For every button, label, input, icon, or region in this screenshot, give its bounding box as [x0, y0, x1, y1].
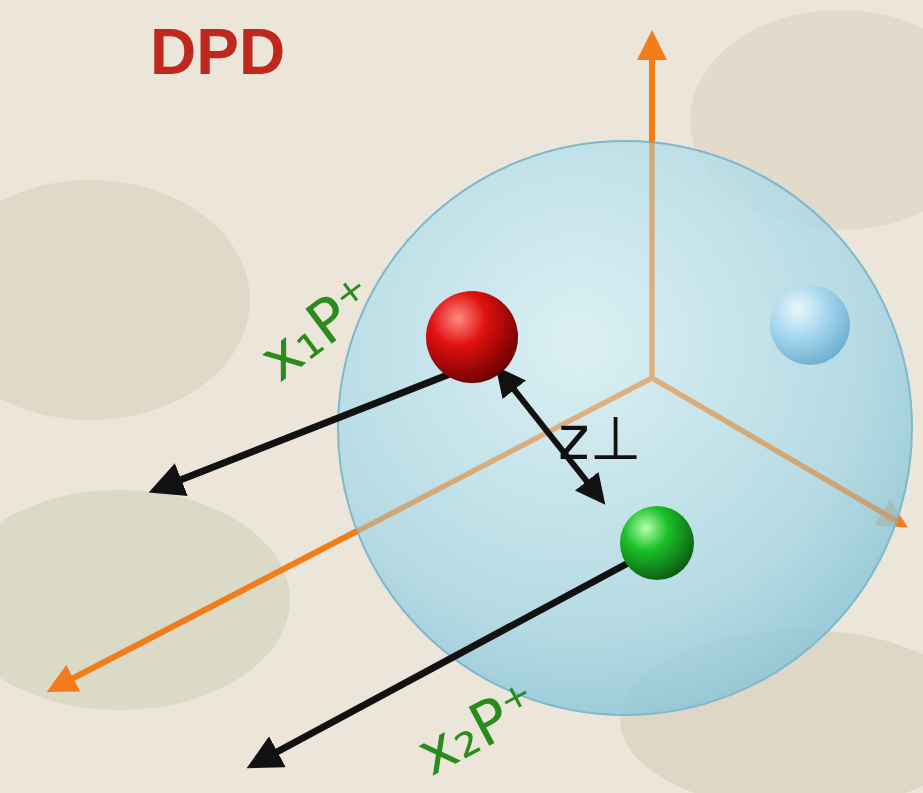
spectator-parton — [770, 285, 850, 365]
momentum-label: x₂P⁺ — [408, 672, 549, 785]
diagram-title: DPD — [150, 20, 285, 84]
parton-green — [620, 506, 694, 580]
faded-background — [0, 10, 923, 793]
parton-red — [426, 291, 518, 383]
proton-sphere — [338, 141, 912, 715]
axes-inside — [345, 142, 895, 538]
separation-label: z⊥ — [558, 408, 642, 468]
